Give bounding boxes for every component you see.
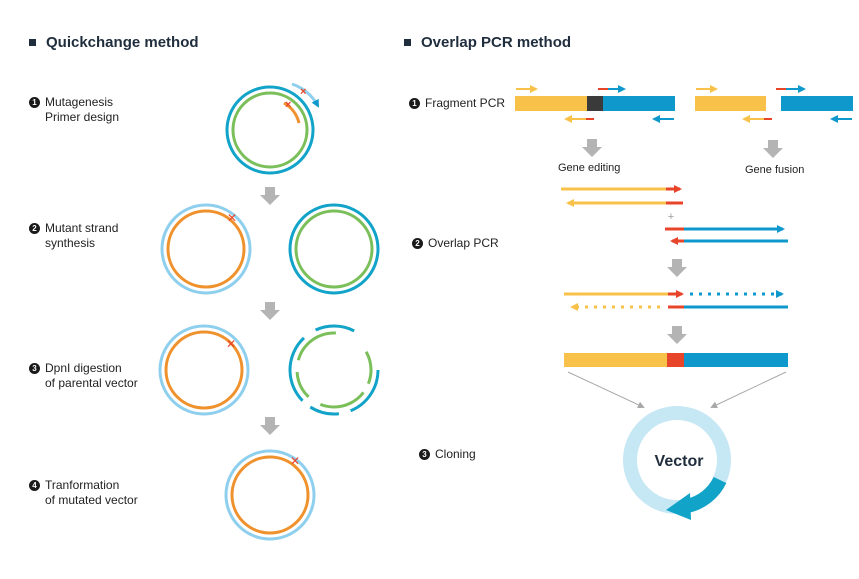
step-number: 3 <box>419 449 430 460</box>
qc-transformed-plasmid-4: ✕ <box>224 449 316 541</box>
mutation-mark: ✕ <box>226 337 236 351</box>
vector-label: Vector <box>655 453 704 470</box>
step-line: Primer design <box>45 110 120 124</box>
left-product-strands <box>561 185 683 207</box>
blue-segment <box>684 353 788 367</box>
yellow-segment <box>515 96 587 111</box>
insert-arrow <box>710 371 787 409</box>
step-line: of parental vector <box>45 376 138 390</box>
overlap-heading: Overlap PCR method <box>404 34 571 51</box>
digested-inner-fragments <box>295 331 373 409</box>
mutant-strand-outer <box>160 203 252 295</box>
step-line: Mutagenesis <box>45 95 114 109</box>
qc-parental-plasmid-2 <box>288 203 380 295</box>
mutation-mark: ✕ <box>290 454 300 468</box>
step-number: 2 <box>412 238 423 249</box>
op-down-arrow <box>763 140 783 158</box>
heading-bullet <box>404 39 411 46</box>
mutant-strand-inner <box>230 455 310 535</box>
digested-outer-fragments <box>288 324 380 416</box>
step-line: Mutant strand <box>45 221 119 235</box>
annealed-overlap <box>564 290 788 311</box>
fused-product <box>564 353 788 367</box>
vector-insert-segment <box>685 476 727 513</box>
step-line: DpnI digestion <box>45 361 122 375</box>
qc-plasmid-1: × × <box>225 82 320 175</box>
step-line: synthesis <box>45 236 96 250</box>
mutation-mark: × <box>300 86 306 98</box>
mutant-strand-outer <box>224 449 316 541</box>
op-step-1: 1 Fragment PCR <box>409 96 505 111</box>
step-number: 1 <box>29 97 40 108</box>
reverse-primer <box>283 101 301 124</box>
op-down-arrow <box>667 326 687 344</box>
step-line: of mutated vector <box>45 493 138 507</box>
mutation-mark: × <box>285 99 291 111</box>
step-number: 3 <box>29 363 40 374</box>
heading-bullet <box>29 39 36 46</box>
step-number: 2 <box>29 223 40 234</box>
parental-strand-inner <box>231 91 309 169</box>
gene-fusion-label: Gene fusion <box>745 164 805 176</box>
qc-step-4: 4 Tranformation of mutated vector <box>29 478 138 508</box>
op-down-arrow <box>667 259 687 277</box>
qc-digested-plasmid-3 <box>288 324 380 416</box>
mutation-segment <box>587 96 603 111</box>
parental-strand-outer <box>225 85 315 175</box>
mutant-strand-inner <box>166 209 246 289</box>
qc-down-arrow <box>260 187 280 205</box>
op-down-arrow <box>582 139 602 157</box>
step-label: Cloning <box>435 447 476 461</box>
blue-segment <box>781 96 853 111</box>
blue-segment <box>603 96 675 111</box>
yellow-segment <box>564 353 667 367</box>
vector-insert-arrowhead <box>666 493 691 520</box>
qc-down-arrow <box>260 302 280 320</box>
parental-strand-inner <box>294 209 374 289</box>
step-number: 1 <box>409 98 420 109</box>
qc-step-3: 3 DpnI digestion of parental vector <box>29 361 138 391</box>
right-product-strands <box>665 225 788 245</box>
quickchange-title: Quickchange method <box>46 34 199 51</box>
qc-step-2: 2 Mutant strand synthesis <box>29 221 118 251</box>
gene-editing-label: Gene editing <box>558 162 621 174</box>
qc-step-1: 1 Mutagenesis Primer design <box>29 95 119 125</box>
mutant-strand-outer <box>158 324 250 416</box>
op-step-3: 3 Cloning <box>419 447 476 462</box>
gene-fusion-fragment <box>695 85 853 123</box>
qc-mutant-plasmid-3: ✕ <box>158 324 250 416</box>
forward-primer <box>291 82 320 108</box>
qc-down-arrow <box>260 417 280 435</box>
plus-sign: + <box>668 211 674 223</box>
step-label: Fragment PCR <box>425 96 506 110</box>
junction-segment <box>667 353 684 367</box>
insert-arrow <box>567 371 645 409</box>
quickchange-heading: Quickchange method <box>29 34 199 51</box>
step-label: Overlap PCR <box>428 236 499 250</box>
mutant-strand-inner <box>164 330 244 410</box>
cloning-vector: Vector <box>623 406 731 520</box>
step-number: 4 <box>29 480 40 491</box>
yellow-segment <box>695 96 766 111</box>
qc-mutant-plasmid-2: ✕ <box>160 203 252 295</box>
mutation-mark: ✕ <box>227 211 237 225</box>
step-line: Tranformation <box>45 478 120 492</box>
parental-strand-outer <box>288 203 380 295</box>
op-step-2: 2 Overlap PCR <box>412 236 499 251</box>
gene-editing-fragment <box>515 85 675 123</box>
overlap-title: Overlap PCR method <box>421 34 572 51</box>
